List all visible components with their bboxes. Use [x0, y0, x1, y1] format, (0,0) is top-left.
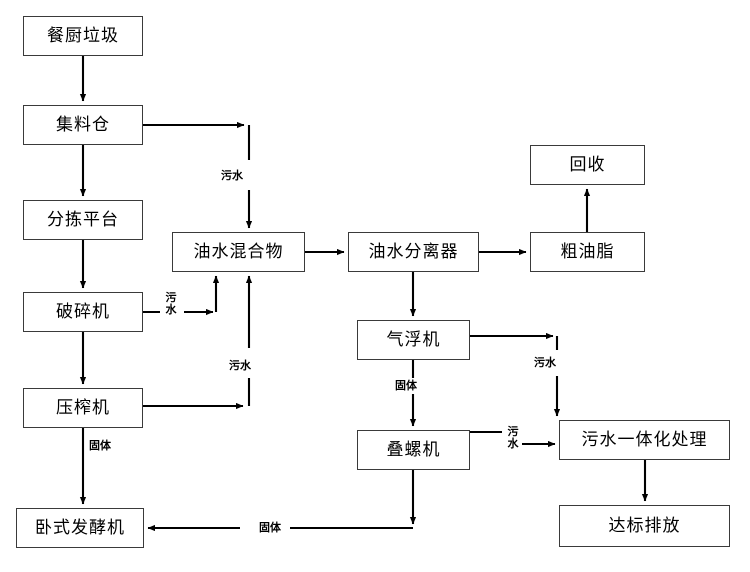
node-horizontal-fermenter[interactable]: 卧式发酵机	[16, 508, 144, 548]
node-label: 餐厨垃圾	[47, 25, 119, 46]
node-label: 回收	[569, 154, 606, 175]
edge-label-flotation-solid: 固体	[394, 379, 418, 392]
edge-label-screw-solid: 固体	[258, 521, 282, 534]
node-label: 分拣平台	[47, 209, 119, 230]
node-oil-water-mixture[interactable]: 油水混合物	[172, 232, 305, 272]
node-compliant-discharge[interactable]: 达标排放	[559, 505, 730, 547]
node-label: 气浮机	[386, 329, 441, 350]
node-screw-press[interactable]: 叠螺机	[357, 430, 470, 470]
node-label: 油水混合物	[193, 241, 284, 262]
node-crusher[interactable]: 破碎机	[23, 292, 143, 332]
edge-label-press-sewage: 污水	[228, 359, 252, 372]
node-label: 破碎机	[56, 301, 110, 322]
node-label: 油水分离器	[368, 241, 459, 262]
node-kitchen-waste[interactable]: 餐厨垃圾	[23, 16, 143, 56]
edge-label-screw-sewage: 污水	[506, 425, 520, 450]
node-label: 粗油脂	[560, 241, 615, 262]
node-label: 叠螺机	[386, 439, 441, 460]
node-recovery[interactable]: 回收	[530, 145, 645, 185]
node-label: 达标排放	[608, 515, 681, 536]
node-flotation-machine[interactable]: 气浮机	[357, 320, 470, 360]
node-sorting-platform[interactable]: 分拣平台	[23, 200, 143, 240]
node-crude-oil[interactable]: 粗油脂	[530, 232, 645, 272]
node-oil-water-separator[interactable]: 油水分离器	[348, 232, 479, 272]
node-press[interactable]: 压榨机	[23, 388, 143, 428]
node-label: 压榨机	[56, 397, 110, 418]
edge-label-bin-sewage: 污水	[220, 169, 244, 182]
edge-label-press-solid: 固体	[88, 439, 112, 452]
node-collection-bin[interactable]: 集料仓	[23, 105, 143, 145]
node-label: 卧式发酵机	[35, 517, 125, 538]
edge-label-crusher-sewage: 污水	[164, 291, 178, 316]
node-label: 集料仓	[56, 114, 110, 135]
node-label: 污水一体化处理	[581, 429, 708, 450]
node-integrated-sewage-treatment[interactable]: 污水一体化处理	[559, 420, 730, 460]
edge-label-flotation-sewage: 污水	[533, 356, 557, 369]
